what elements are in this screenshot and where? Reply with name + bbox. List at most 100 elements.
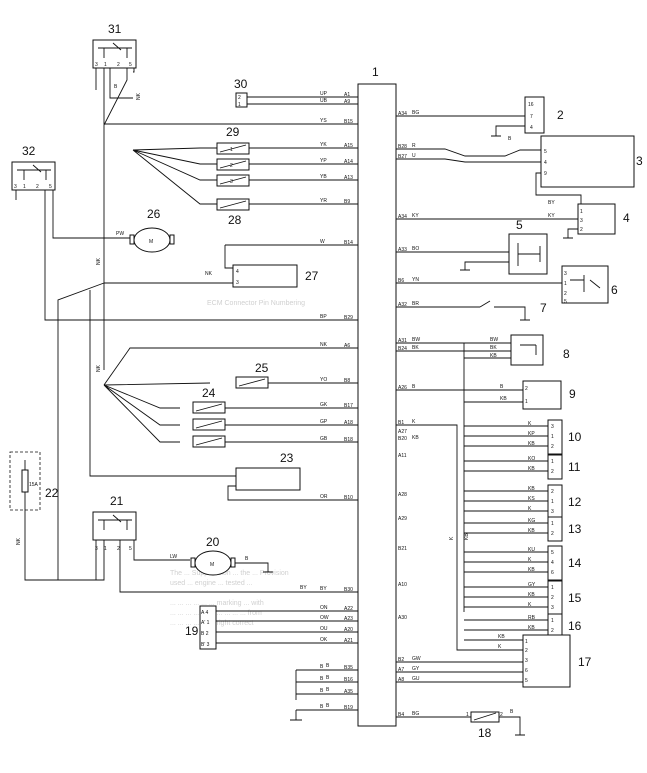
- svg-text:16: 16: [528, 102, 534, 108]
- wire-code: YS: [320, 118, 327, 124]
- svg-text:3: 3: [14, 184, 17, 190]
- svg-text:5: 5: [525, 678, 528, 684]
- component-switch-7: 7: [396, 300, 547, 321]
- svg-text:5: 5: [129, 62, 132, 68]
- ecu-pin-label: A6: [344, 343, 350, 349]
- ecu-pin-label: A29: [398, 516, 407, 522]
- motor-label: M: [149, 239, 153, 245]
- ecu-pin-label: B2: [398, 657, 404, 663]
- ecu-pin-label: B18: [344, 437, 353, 443]
- wire-code: B: [500, 384, 504, 390]
- wire-code: YB: [320, 174, 327, 180]
- wire-code: KB: [498, 634, 505, 640]
- svg-text:1: 1: [525, 639, 528, 645]
- connector-pin: 3: [551, 605, 554, 611]
- ecu-pin-label: A11: [398, 453, 407, 459]
- wire-code: KB: [528, 528, 535, 534]
- wire-code: YK: [320, 142, 327, 148]
- wire-code: YR: [320, 198, 327, 204]
- wire-code: UB: [320, 98, 328, 104]
- component-connector-19: A 4 A' 1 B 2 B' 3 19: [185, 605, 217, 650]
- component-number: 27: [305, 269, 319, 283]
- ecu-pin-label: A21: [344, 638, 353, 644]
- wire-code: B: [320, 704, 324, 710]
- motor-label: M: [210, 562, 214, 568]
- wire-code: K: [528, 421, 532, 427]
- ecu-pin-label: B21: [398, 546, 407, 552]
- wire-code: K: [528, 506, 532, 512]
- connector-pin: 2: [551, 531, 554, 537]
- component-number: 11: [568, 460, 581, 474]
- connector-pin: 4: [551, 560, 554, 566]
- wire-code: NK: [16, 537, 22, 545]
- svg-text:1: 1: [564, 281, 567, 287]
- svg-text:2: 2: [230, 163, 233, 169]
- ecu-pin-label: A15: [344, 143, 353, 149]
- component-number: 31: [108, 22, 122, 36]
- connector-pin: 3: [551, 424, 554, 430]
- connector-pin: 1: [551, 521, 554, 527]
- wire-code: OW: [320, 615, 329, 621]
- wire-code: KB: [528, 466, 535, 472]
- ecu-pin-label: A33: [398, 247, 407, 253]
- wire-code: B: [508, 136, 512, 142]
- component-number: 2: [557, 108, 564, 122]
- connector-pin: A' 1: [201, 620, 210, 626]
- ecu-block: [357, 83, 397, 727]
- ecu-pin-label: B29: [344, 315, 353, 321]
- ecu-pin-label: B14: [344, 240, 353, 246]
- component-number: 5: [516, 218, 523, 232]
- ghost-heading: ECM Connector Pin Numbering: [207, 300, 305, 307]
- connector-pin: 2: [551, 628, 554, 634]
- component-number: 13: [568, 522, 582, 536]
- ecu-pin-label: A31: [398, 338, 407, 344]
- ecu-pin-label: B30: [344, 587, 353, 593]
- component-number: 18: [478, 726, 492, 740]
- wire-code: KB: [412, 435, 419, 441]
- connector-pin: 1: [551, 434, 554, 440]
- component-number: 4: [623, 211, 630, 225]
- svg-text:2: 2: [580, 227, 583, 233]
- ecu-pin-label: A14: [344, 159, 353, 165]
- wire-code: W: [320, 239, 325, 245]
- connector-pin: 3: [551, 509, 554, 515]
- svg-text:1: 1: [104, 62, 107, 68]
- component-number: 12: [568, 495, 582, 509]
- svg-text:4: 4: [530, 125, 533, 131]
- wire-code: K: [412, 419, 416, 425]
- wire-code: KB: [500, 396, 507, 402]
- svg-text:1: 1: [104, 546, 107, 552]
- wire-code: KB: [528, 625, 535, 631]
- component-number: 30: [234, 77, 248, 91]
- wire-code: GY: [412, 666, 420, 672]
- ecu-pin-label: B6: [398, 278, 404, 284]
- wire-code: B: [114, 84, 118, 90]
- ecu-pin-label: A13: [344, 175, 353, 181]
- component-number: 14: [568, 556, 582, 570]
- connector-pin: 6: [551, 570, 554, 576]
- wire-code: BW: [490, 337, 498, 343]
- component-number: 28: [228, 213, 242, 227]
- wire-code: BW: [412, 337, 420, 343]
- component-number: 22: [45, 486, 59, 500]
- component-number: 19: [185, 624, 199, 638]
- wire-code: B: [326, 675, 330, 681]
- component-motor-20: M 20: [190, 535, 236, 576]
- component-module-17: 123 65 17: [522, 634, 592, 688]
- svg-text:6: 6: [525, 668, 528, 674]
- wire-code: B: [245, 556, 249, 562]
- wire-code: LW: [170, 554, 177, 560]
- wire-code: KU: [528, 547, 535, 553]
- wire-code: GK: [320, 402, 328, 408]
- connector-pin: 2: [551, 595, 554, 601]
- ecu-pin-label: B9: [344, 199, 350, 205]
